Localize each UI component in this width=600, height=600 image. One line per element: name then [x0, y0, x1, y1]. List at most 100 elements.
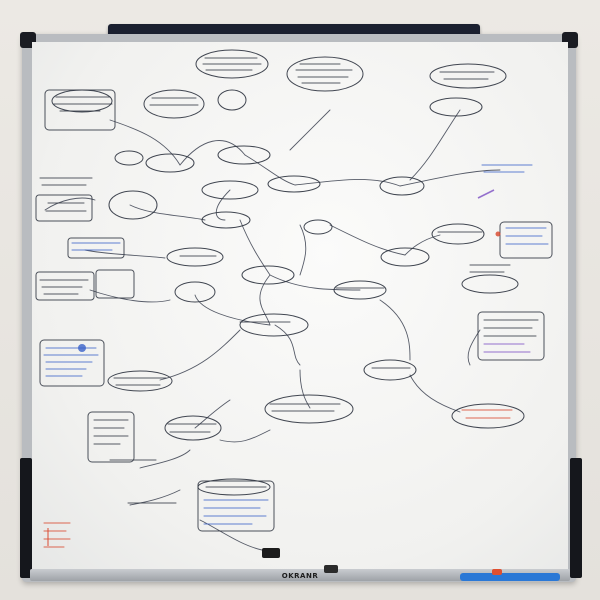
connector-line [219, 429, 271, 443]
bubble [164, 415, 222, 441]
bubble [451, 403, 525, 429]
connector-line [179, 140, 246, 166]
note-box [35, 271, 95, 301]
note-box [39, 339, 105, 387]
red-marker-dot [495, 231, 501, 237]
bubble [431, 223, 485, 245]
connector-line [199, 519, 263, 551]
handwriting [269, 403, 341, 412]
connector-line [109, 119, 181, 166]
connector-line [84, 249, 166, 259]
bubble [201, 180, 259, 200]
bubble [303, 219, 333, 235]
bubble [286, 56, 364, 92]
bubble [51, 89, 113, 113]
note-box [477, 311, 545, 361]
bubble [379, 176, 425, 196]
handwriting [167, 423, 217, 433]
note-box [95, 269, 135, 299]
note-box [67, 237, 125, 259]
connector-line [139, 449, 191, 469]
eraser [262, 548, 280, 558]
handwriting [43, 347, 99, 377]
note-box [35, 194, 93, 222]
bubble [333, 280, 387, 300]
bubble [143, 89, 205, 119]
connector-line [379, 299, 411, 361]
connector-line [409, 374, 461, 413]
note-box [499, 221, 553, 259]
handwriting [439, 71, 495, 80]
connector-line [299, 369, 311, 409]
bubble [201, 211, 251, 229]
handwriting [39, 279, 89, 295]
connector-line [159, 329, 241, 381]
bubble [380, 247, 430, 267]
bubble [264, 394, 354, 424]
connector-line [409, 109, 461, 181]
note-box [197, 480, 275, 532]
handwriting [39, 177, 93, 186]
tray-clip [324, 565, 338, 573]
blue-marker-dot [78, 344, 86, 352]
note-box [44, 89, 116, 131]
bubble [241, 265, 295, 285]
handwriting [202, 57, 262, 71]
connector-line [299, 224, 307, 276]
tray-brand-label: OKRANR [281, 572, 319, 580]
handwriting [295, 63, 353, 84]
bubble [107, 370, 173, 392]
bubble [363, 359, 417, 381]
connector-line [289, 109, 331, 151]
bubble [239, 313, 309, 337]
connector-line [129, 489, 181, 506]
red-marker-cap [492, 569, 502, 575]
connector-line [194, 294, 271, 326]
connector-line [329, 224, 406, 256]
handwriting [461, 409, 513, 419]
handwriting [113, 377, 167, 386]
connector-line [244, 154, 296, 186]
right-bracket [570, 458, 582, 578]
left-bracket [20, 458, 32, 578]
bubble [217, 145, 271, 165]
handwriting [469, 264, 511, 273]
handwriting [483, 319, 539, 337]
connector-line [404, 234, 441, 256]
bubble [429, 97, 483, 117]
handwriting [481, 164, 533, 173]
connector-line [274, 324, 301, 366]
purple-accent-stroke [477, 189, 495, 199]
handwriting [43, 522, 71, 548]
whiteboard-surface [32, 42, 568, 570]
handwriting [505, 227, 549, 245]
handwriting [53, 96, 113, 112]
bubble [217, 89, 247, 111]
bubble [145, 153, 195, 173]
bubble [114, 150, 144, 166]
note-box [87, 411, 135, 463]
bubble [195, 49, 269, 79]
connector-line [194, 399, 231, 429]
blue-marker [460, 573, 560, 581]
handwriting [71, 242, 121, 251]
handwriting [149, 97, 199, 106]
bubble [166, 247, 224, 267]
marker-tray [30, 569, 570, 581]
connector-line [215, 189, 231, 221]
bubble [108, 190, 158, 220]
connector-line [269, 274, 361, 291]
connector-line [399, 169, 501, 187]
connector-line [129, 204, 206, 221]
bubble [429, 63, 507, 89]
connector-line [89, 289, 171, 303]
connector-line [44, 197, 96, 211]
bubble [174, 281, 216, 303]
bubble [267, 175, 321, 193]
connector-line [259, 274, 271, 326]
connector-line [294, 178, 401, 187]
handwriting [93, 419, 129, 445]
handwriting [483, 343, 531, 353]
